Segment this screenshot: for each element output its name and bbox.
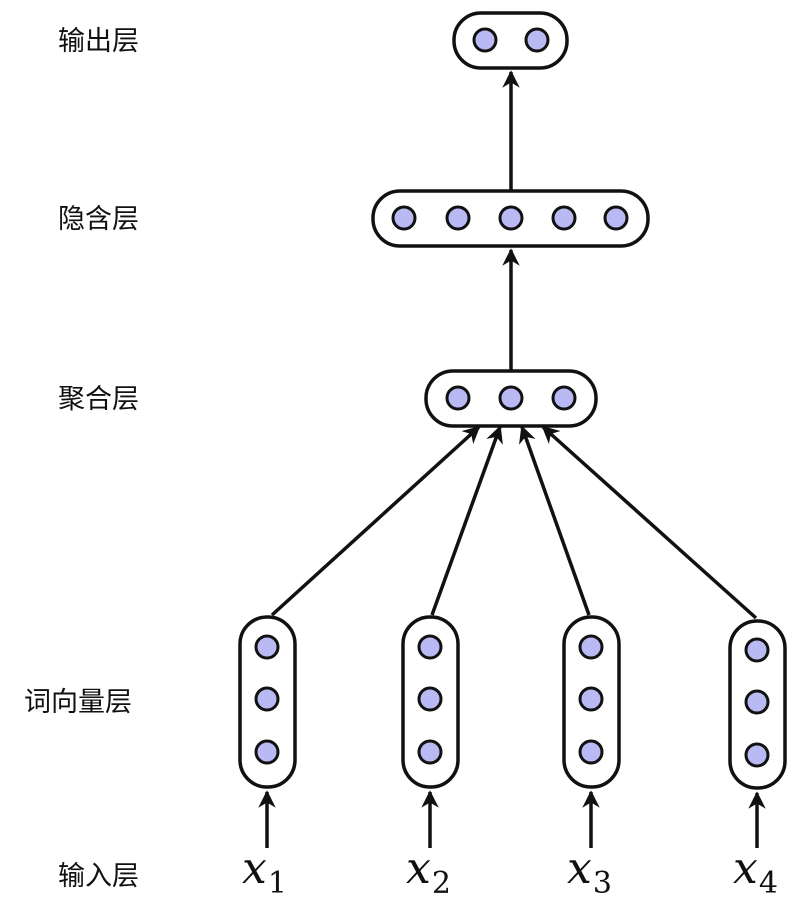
aggregation-layer-label: 聚合层 xyxy=(58,384,139,415)
word-vector-neuron xyxy=(578,739,604,765)
word-vector-neuron xyxy=(744,742,770,768)
input-layer-label: 输入层 xyxy=(58,861,139,892)
word-vector-layer xyxy=(238,615,787,790)
word-vector-layer-label: 词向量层 xyxy=(24,687,132,718)
edge-wordvec1-to-agg xyxy=(270,425,481,617)
output-neuron-2 xyxy=(524,27,550,53)
word-vector-group-2 xyxy=(401,615,460,789)
output-layer-box xyxy=(452,11,569,70)
hidden-neuron-2 xyxy=(445,205,471,231)
input-x2: x2 xyxy=(406,843,451,901)
aggregation-neuron-1 xyxy=(445,385,471,411)
input-x1: x1 xyxy=(242,843,287,901)
word-vector-group-3 xyxy=(562,615,621,789)
word-vector-neuron xyxy=(254,739,280,765)
hidden-neuron-1 xyxy=(391,205,417,231)
word-vector-neuron xyxy=(744,689,770,715)
aggregation-neuron-3 xyxy=(551,385,577,411)
edge-wordvec4-to-agg xyxy=(541,425,758,620)
input-variables: x1 x2 x3 x4 xyxy=(242,843,778,901)
aggregation-neuron-2 xyxy=(498,385,524,411)
hidden-layer xyxy=(371,189,650,248)
word-vector-neuron xyxy=(254,686,280,712)
edges-group xyxy=(258,70,766,848)
hidden-layer-label: 隐含层 xyxy=(58,204,139,235)
edge-wordvec3-to-agg xyxy=(519,425,591,616)
edge-wordvec2-to-agg xyxy=(430,425,503,616)
aggregation-layer xyxy=(424,369,598,428)
word-vector-neuron xyxy=(417,739,443,765)
output-layer xyxy=(452,11,569,70)
word-vector-neuron xyxy=(417,634,443,660)
word-vector-neuron xyxy=(417,686,443,712)
hidden-neuron-4 xyxy=(551,205,577,231)
word-vector-group-4 xyxy=(728,619,787,790)
hidden-neuron-3 xyxy=(498,205,524,231)
word-vector-neuron xyxy=(744,637,770,663)
input-x4: x4 xyxy=(733,843,778,901)
word-vector-group-1 xyxy=(238,615,297,789)
word-vector-neuron xyxy=(254,634,280,660)
word-vector-neuron xyxy=(578,634,604,660)
output-layer-label: 输出层 xyxy=(58,26,139,57)
word-vector-neuron xyxy=(578,686,604,712)
output-neuron-1 xyxy=(472,27,498,53)
input-x3: x3 xyxy=(567,843,612,901)
hidden-neuron-5 xyxy=(603,205,629,231)
